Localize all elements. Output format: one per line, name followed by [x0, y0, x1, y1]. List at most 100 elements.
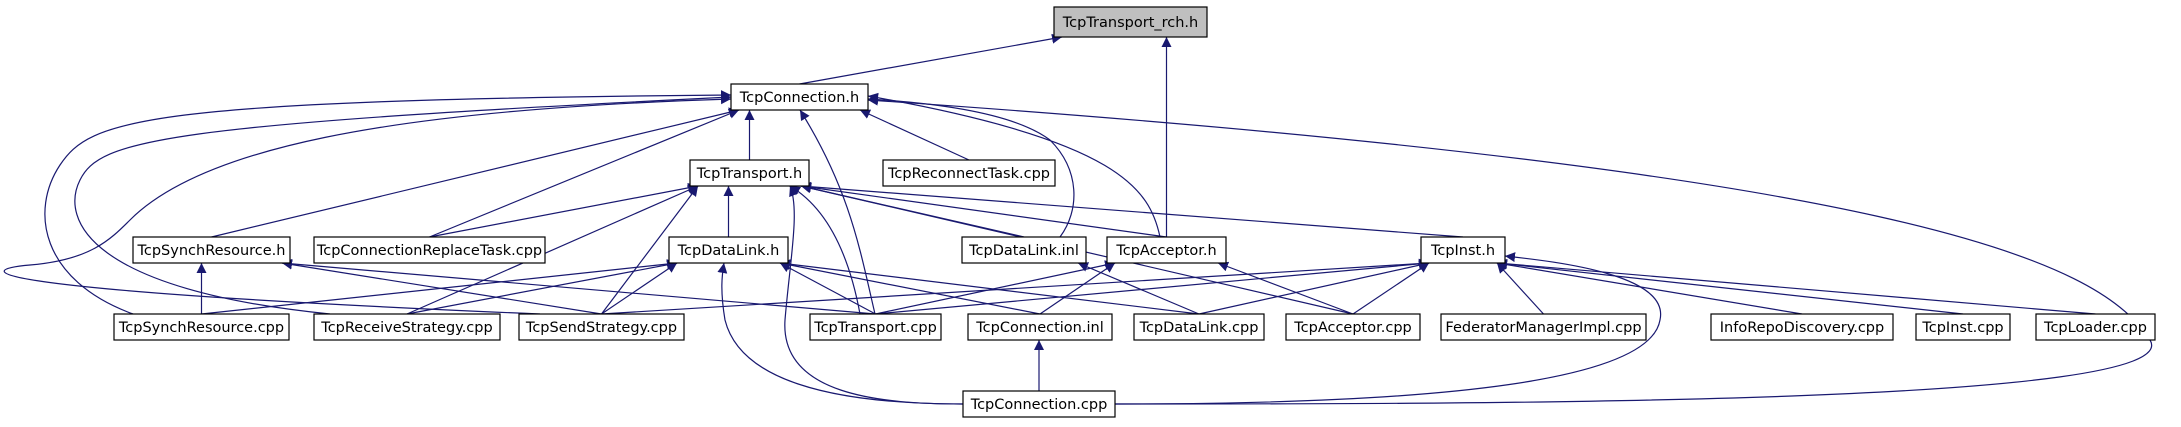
- edge-synch_cpp-to-conn_h: [44, 90, 732, 315]
- edge-send-to-conn_h: [3, 94, 732, 315]
- node-tcpacceptor-h[interactable]: TcpAcceptor.h: [1106, 236, 1227, 264]
- edge-send-to-trans_h: [601, 185, 699, 315]
- edge-send-to-dl_h: [601, 262, 678, 315]
- node-box: [967, 313, 1113, 341]
- node-box: [668, 236, 789, 264]
- edge-trans_cpp-to-dl_h: [779, 262, 876, 315]
- node-label: TcpTransport.h: [696, 166, 802, 182]
- node-box: [2035, 313, 2156, 341]
- edge-acc_h-to-conn_h: [867, 92, 1161, 238]
- node-label: TcpConnectionReplaceTask.cpp: [316, 243, 542, 259]
- edge-trans_cpp-to-inst_h: [875, 258, 1430, 315]
- edge-trans_cpp-to-synch_h: [281, 258, 876, 315]
- node-box: [518, 313, 685, 341]
- edge-inst_cpp-to-inst_h: [1496, 259, 1964, 315]
- node-box: [1420, 236, 1506, 264]
- node-label: TcpTransport.cpp: [813, 320, 937, 336]
- node-tcpconnection-h[interactable]: TcpConnection.h: [730, 83, 869, 111]
- node-federatormanagerimpl-cpp[interactable]: FederatorManagerImpl.cpp: [1440, 313, 1647, 341]
- node-label: TcpInst.h: [1430, 243, 1495, 259]
- node-box: [1710, 313, 1894, 341]
- node-label: TcpLoader.cpp: [2043, 320, 2147, 336]
- edge-dl_cpp-to-dl_h: [779, 259, 1200, 315]
- node-box: [1106, 236, 1227, 264]
- node-box: [809, 313, 942, 341]
- node-box: [689, 159, 810, 187]
- edge-replace-to-trans_h: [429, 182, 699, 238]
- node-tcpinst-cpp[interactable]: TcpInst.cpp: [1915, 313, 2011, 341]
- edge-replace-to-conn_h: [429, 109, 740, 238]
- node-label: TcpSendStrategy.cpp: [525, 320, 677, 336]
- node-box: [730, 83, 869, 111]
- node-box: [961, 236, 1087, 264]
- node-tcptransport-rch-h[interactable]: TcpTransport_rch.h: [1053, 6, 1208, 38]
- node-tcptransport-h[interactable]: TcpTransport.h: [689, 159, 810, 187]
- node-box: [1053, 6, 1208, 38]
- node-label: TcpConnection.h: [739, 90, 859, 106]
- edge-acc_cpp-to-acc_h: [1217, 261, 1354, 315]
- edge-trans_cpp-to-conn_h: [799, 109, 876, 315]
- node-box: [962, 390, 1116, 418]
- node-label: InfoRepoDiscovery.cpp: [1720, 320, 1884, 336]
- edge-recv-to-dl_h: [406, 259, 678, 315]
- node-box: [113, 313, 290, 341]
- node-tcpdatalink-cpp[interactable]: TcpDataLink.cpp: [1133, 313, 1265, 341]
- edge-send-to-inst_h: [601, 258, 1430, 315]
- edge-synch_cpp-to-dl_h: [201, 259, 678, 315]
- node-tcpinst-h[interactable]: TcpInst.h: [1420, 236, 1506, 264]
- node-label: TcpReceiveStrategy.cpp: [320, 320, 492, 336]
- edge-recon-to-conn_h: [859, 109, 970, 161]
- node-label: TcpDataLink.cpp: [1139, 320, 1259, 336]
- node-tcpdatalink-inl[interactable]: TcpDataLink.inl: [961, 236, 1087, 264]
- node-tcpconnection-cpp[interactable]: TcpConnection.cpp: [962, 390, 1116, 418]
- node-box: [1285, 313, 1421, 341]
- node-label: TcpDataLink.h: [677, 243, 780, 259]
- edge-synch_h-to-conn_h: [211, 107, 740, 238]
- node-label: TcpDataLink.inl: [968, 243, 1079, 259]
- node-tcptransport-cpp[interactable]: TcpTransport.cpp: [809, 313, 942, 341]
- edge-fed-to-inst_h: [1496, 262, 1544, 315]
- node-label: TcpAcceptor.h: [1115, 243, 1216, 259]
- node-box: [313, 236, 546, 264]
- edge-conn_cpp-to-inst_h: [1114, 252, 1662, 405]
- node-tcpconnection-inl[interactable]: TcpConnection.inl: [967, 313, 1113, 341]
- edge-conn_cpp-to-dl_h: [717, 262, 964, 405]
- node-label: TcpAcceptor.cpp: [1293, 320, 1411, 336]
- node-tcpconnectionreplacetask-cpp[interactable]: TcpConnectionReplaceTask.cpp: [313, 236, 546, 264]
- edge-dl_cpp-to-dl_inl: [1077, 262, 1200, 315]
- node-tcpacceptor-cpp[interactable]: TcpAcceptor.cpp: [1285, 313, 1421, 341]
- edge-loader-to-inst_h: [1496, 258, 2096, 315]
- edge-dl_cpp-to-inst_h: [1198, 260, 1430, 315]
- node-tcpdatalink-h[interactable]: TcpDataLink.h: [668, 236, 789, 264]
- node-label: TcpSynchResource.h: [136, 243, 285, 259]
- edge-recv-to-conn_h: [74, 92, 732, 315]
- node-box: [1440, 313, 1647, 341]
- edge-trans_cpp-to-trans_h: [789, 185, 861, 315]
- nodes: TcpTransport_rch.hTcpConnection.hTcpTran…: [113, 6, 2156, 418]
- node-tcpsendstrategy-cpp[interactable]: TcpSendStrategy.cpp: [518, 313, 685, 341]
- node-tcpsynchresource-cpp[interactable]: TcpSynchResource.cpp: [113, 313, 290, 341]
- node-tcploader-cpp[interactable]: TcpLoader.cpp: [2035, 313, 2156, 341]
- node-label: TcpConnection.cpp: [970, 397, 1108, 413]
- edge-info-to-inst_h: [1496, 259, 1803, 315]
- edge-trans_cpp-to-acc_h: [875, 260, 1116, 315]
- node-box: [1915, 313, 2011, 341]
- node-label: TcpSynchResource.cpp: [118, 320, 284, 336]
- node-inforepodiscovery-cpp[interactable]: InfoRepoDiscovery.cpp: [1710, 313, 1894, 341]
- node-box: [313, 313, 501, 341]
- edge-conn_inl-to-dl_h: [779, 260, 1041, 315]
- edge-conn_h-to-rch: [799, 33, 1063, 85]
- node-tcpreconnecttask-cpp[interactable]: TcpReconnectTask.cpp: [882, 159, 1056, 187]
- node-box: [1133, 313, 1265, 341]
- node-box: [132, 236, 291, 264]
- edge-acc_h-to-trans_h: [800, 182, 1167, 238]
- edge-inst_h-to-trans_h: [800, 181, 1464, 238]
- edge-conn_cpp-to-trans_h: [784, 185, 964, 405]
- node-label: TcpTransport_rch.h: [1062, 15, 1198, 31]
- node-label: FederatorManagerImpl.cpp: [1445, 320, 1641, 336]
- node-tcpreceivestrategy-cpp[interactable]: TcpReceiveStrategy.cpp: [313, 313, 501, 341]
- node-box: [882, 159, 1056, 187]
- node-tcpsynchresource-h[interactable]: TcpSynchResource.h: [132, 236, 291, 264]
- edges: [3, 33, 2153, 405]
